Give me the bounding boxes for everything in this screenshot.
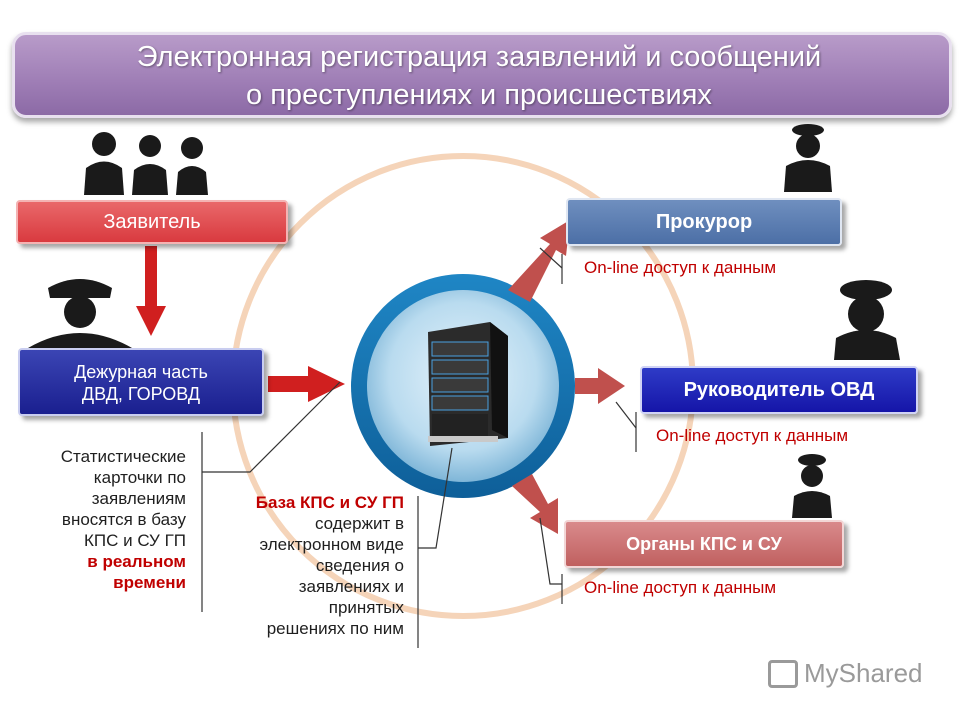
center-note-line: электронном виде [259, 535, 404, 554]
watermark-text: MyShared [804, 658, 923, 688]
organs-label: Органы КПС и СУ [626, 534, 782, 554]
left-note-line: заявлениям [91, 489, 186, 508]
head-label: Руководитель ОВД [683, 379, 875, 401]
left-note: Статистические карточки по заявлениям вн… [10, 446, 186, 593]
title-line-1: Электронная регистрация заявлений и сооб… [136, 41, 822, 73]
duty-officer-icon [28, 279, 132, 348]
duty-label-line-2: ДВД, ГОРОВД [81, 384, 201, 404]
server-icon [428, 322, 508, 446]
organs-access-text: On-line доступ к данным [584, 578, 777, 597]
title-line-2: о преступлениях и происшествиях [246, 79, 712, 111]
prosecutor-officer-icon [784, 124, 832, 192]
prosecutor-box: Прокурор [566, 198, 842, 246]
duty-label-line-1: Дежурная часть [74, 362, 208, 382]
arrow-hub-to-prosecutor [508, 220, 570, 302]
arrow-hub-to-organs [512, 474, 558, 534]
arrow-duty-to-hub [268, 366, 345, 402]
watermark-logo-icon [768, 659, 798, 688]
civilians-icon [84, 132, 208, 195]
applicant-label: Заявитель [103, 211, 201, 233]
center-note-line: сведения о [315, 556, 404, 575]
head-box: Руководитель ОВД [640, 366, 918, 414]
center-note-line: заявлениях и [298, 577, 404, 596]
left-note-line: КПС и СУ ГП [84, 531, 186, 550]
left-note-line: Статистические [60, 447, 186, 466]
applicant-box: Заявитель [16, 200, 288, 244]
left-note-bold-line: времени [113, 573, 186, 592]
prosecutor-label: Прокурор [655, 211, 753, 233]
title-banner [12, 32, 952, 118]
prosecutor-access-text: On-line доступ к данным [584, 258, 777, 277]
organs-box: Органы КПС и СУ [564, 520, 844, 568]
watermark: MyShared [768, 658, 923, 689]
callout-lines [201, 247, 637, 648]
head-officer-icon [834, 280, 900, 360]
center-note-line: принятых [328, 598, 404, 617]
duty-box: Дежурная часть ДВД, ГОРОВД [18, 348, 264, 416]
left-note-line: вносятся в базу [61, 510, 186, 529]
center-note-line: решениях по ним [266, 619, 404, 638]
page-title: Электронная регистрация заявлений и сооб… [12, 38, 946, 114]
head-access-text: On-line доступ к данным [656, 426, 849, 445]
organs-officer-icon [792, 454, 832, 518]
left-note-line: карточки по [93, 468, 186, 487]
arrow-hub-to-head [575, 368, 625, 404]
center-note-line: содержит в [314, 514, 404, 533]
left-note-bold-line: в реальном [87, 552, 186, 571]
arrow-applicant-to-duty [136, 246, 166, 336]
center-note-bold: База КПС и СУ ГП [255, 493, 404, 512]
center-note: База КПС и СУ ГП содержит в электронном … [210, 492, 404, 639]
